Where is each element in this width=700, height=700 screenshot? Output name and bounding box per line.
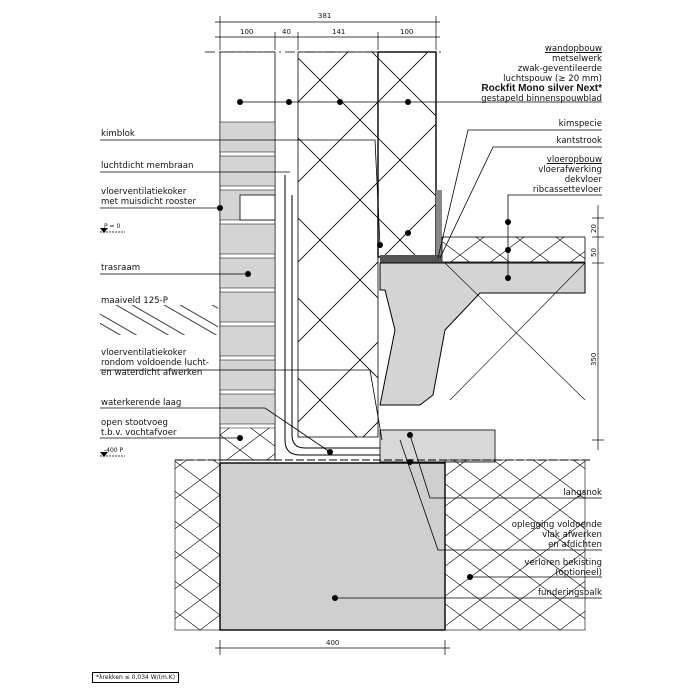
floor-build-up-label: vloeropbouw vloerafwerking dekvloer ribc… bbox=[533, 155, 602, 195]
line: vlak afwerken bbox=[542, 530, 602, 540]
dim-finish: 20 bbox=[590, 224, 598, 233]
line: en afdichten bbox=[548, 540, 602, 550]
floor-item: dekvloer bbox=[564, 175, 602, 185]
dim-total: 381 bbox=[318, 12, 332, 20]
brick bbox=[219, 223, 276, 255]
dim-screed: 50 bbox=[590, 248, 598, 257]
line: rondom voldoende lucht- bbox=[101, 358, 209, 368]
dim-inner-leaf: 100 bbox=[400, 28, 414, 36]
label-trasraam: trasraam bbox=[101, 263, 141, 273]
ribcassette-floor bbox=[379, 262, 586, 406]
label-kantstrook: kantstrook bbox=[556, 136, 602, 146]
brick bbox=[219, 359, 276, 391]
line: t.b.v. vochtafvoer bbox=[101, 428, 177, 438]
line: (optioneel) bbox=[555, 568, 602, 578]
label-kimspecie: kimspecie bbox=[558, 119, 602, 129]
label-p400: -400 P bbox=[104, 447, 124, 454]
wall-item-insulation: Rockfit Mono silver Next* bbox=[481, 83, 602, 94]
label-membraan: luchtdicht membraan bbox=[101, 161, 194, 171]
kantstrook-strip bbox=[436, 190, 442, 260]
brick-wall bbox=[219, 51, 276, 461]
brick bbox=[219, 325, 276, 357]
langsnok bbox=[379, 429, 496, 463]
label-kimblok: kimblok bbox=[101, 129, 135, 139]
bekisting-right bbox=[444, 459, 586, 631]
dim-insulation: 141 bbox=[332, 28, 346, 36]
floor-item: vloerafwerking bbox=[538, 165, 602, 175]
label-bekisting: verloren bekisting (optioneel) bbox=[524, 558, 602, 578]
dim-floor: 350 bbox=[590, 352, 598, 366]
bekisting-left bbox=[174, 459, 221, 631]
line: verloren bekisting bbox=[524, 558, 602, 568]
funderingsbalk bbox=[219, 462, 446, 631]
wall-item: luchtspouw (≥ 20 mm) bbox=[503, 74, 602, 84]
label-p0: P = 0 bbox=[104, 223, 121, 230]
inner-leaf bbox=[377, 51, 437, 258]
wall-heading: wandopbouw bbox=[544, 44, 602, 54]
line: open stootvoeg bbox=[101, 418, 168, 428]
label-funderingsbalk: funderingsbalk bbox=[537, 588, 602, 598]
line: en waterdicht afwerken bbox=[101, 368, 203, 378]
leader-lines bbox=[100, 101, 602, 599]
floor-item: ribcassettevloer bbox=[532, 185, 602, 195]
bottom-dimension bbox=[215, 205, 604, 655]
label-oplegging: oplegging voldoende vlak afwerken en afd… bbox=[512, 520, 602, 550]
brick bbox=[219, 155, 276, 187]
wall-item: zwak-geventileerde bbox=[517, 64, 602, 74]
dim-cavity: 40 bbox=[282, 28, 291, 36]
insulation-rockfit bbox=[297, 51, 379, 438]
label-koker2: vloerventilatiekoker rondom voldoende lu… bbox=[101, 348, 209, 378]
kimspecie-layer bbox=[380, 255, 442, 263]
ground-hatch bbox=[100, 305, 218, 335]
brick bbox=[219, 291, 276, 323]
dekvloer bbox=[441, 236, 586, 263]
ventilation-grille bbox=[239, 194, 276, 221]
label-stootvoeg: open stootvoeg t.b.v. vochtafvoer bbox=[101, 418, 177, 438]
floor-heading: vloeropbouw bbox=[546, 155, 602, 165]
label-langsnok: langsnok bbox=[563, 488, 602, 498]
wall-item: metselwerk bbox=[551, 54, 602, 64]
line: met muisdicht rooster bbox=[101, 197, 197, 207]
line: oplegging voldoende bbox=[511, 520, 602, 530]
leader-dots bbox=[100, 99, 511, 601]
wall-build-up-label: wandopbouw metselwerk zwak-geventileerde… bbox=[481, 44, 602, 104]
label-waterkerend: waterkerende laag bbox=[101, 398, 182, 408]
footnote: *λrekken ≤ 0,034 W/(m.K) bbox=[92, 672, 180, 683]
line: vloerventilatiekoker bbox=[101, 187, 187, 197]
brick bbox=[219, 121, 276, 153]
label-maaiveld: maaiveld 125-P bbox=[101, 296, 168, 306]
wall-item: gestapeld binnenspouwblad bbox=[481, 94, 602, 104]
dim-foundation: 400 bbox=[326, 639, 340, 647]
label-koker1: vloerventilatiekoker met muisdicht roost… bbox=[101, 187, 196, 207]
line: vloerventilatiekoker bbox=[101, 348, 187, 358]
dim-brick: 100 bbox=[240, 28, 254, 36]
